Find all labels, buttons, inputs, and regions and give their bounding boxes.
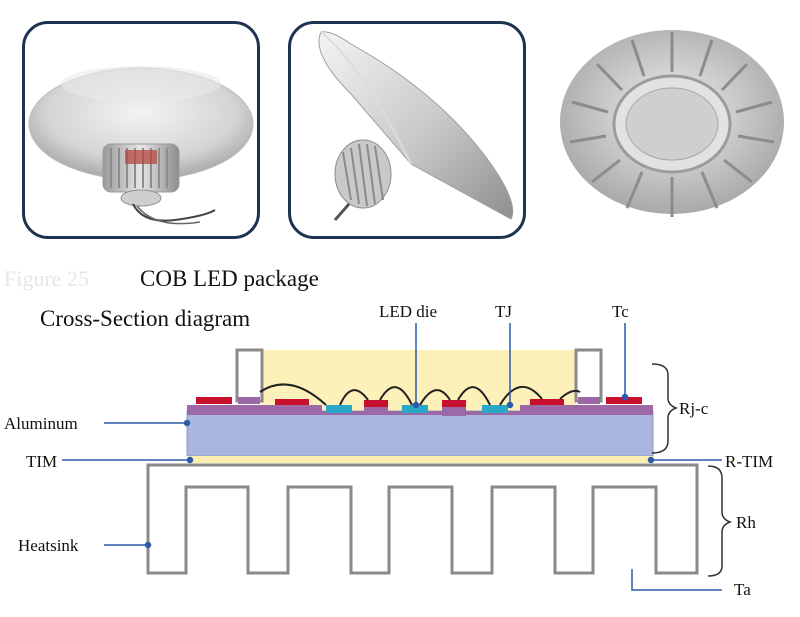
dielectric-layer-right (520, 405, 653, 413)
heatsink-outline (146, 463, 699, 575)
bond-pad-1 (364, 400, 388, 407)
pad-right-dam (578, 397, 600, 404)
bond-pad-2 (442, 400, 466, 407)
pad-left-inner (275, 399, 309, 405)
label-tim: TIM (26, 452, 57, 471)
diagram-title-line2: Cross-Section diagram (40, 306, 251, 331)
rh-bracket (707, 465, 733, 577)
bond-wires (259, 383, 581, 406)
dam-wall-left (235, 348, 264, 403)
label-tj: TJ (495, 302, 512, 321)
label-led-die: LED die (379, 302, 437, 321)
diagram-title-line1: COB LED package (140, 266, 319, 291)
label-rjc: Rj-c (679, 399, 709, 418)
faded-figure-caption: Figure 25 (4, 266, 89, 291)
pad-left-dam (238, 397, 260, 404)
ta-leader (631, 569, 722, 591)
led-die-3 (482, 405, 508, 413)
bond-pad-2b (442, 407, 466, 416)
label-rtim: R-TIM (725, 452, 773, 471)
led-die-1 (326, 405, 352, 413)
dam-wall-right (574, 348, 603, 403)
high-bay-lamp-side-image (318, 31, 514, 221)
led-die-2 (402, 405, 428, 413)
aluminum-substrate (186, 410, 654, 457)
label-heatsink: Heatsink (18, 536, 79, 555)
label-ta: Ta (734, 580, 751, 599)
dielectric-layer-left (187, 405, 322, 413)
label-aluminum: Aluminum (4, 414, 78, 433)
pad-left-outer (196, 397, 232, 404)
label-rh: Rh (736, 513, 756, 532)
pad-right-outer (606, 397, 642, 404)
round-heatsink-photo (552, 12, 792, 244)
bond-pad-1b (364, 407, 388, 413)
high-bay-lamp-side-photo (288, 21, 526, 239)
phosphor-encapsulant (262, 350, 576, 412)
round-heatsink-image (560, 30, 784, 217)
high-bay-lamp-front-image (28, 66, 254, 225)
tim-layer (187, 456, 653, 463)
pad-right-inner (530, 399, 564, 405)
label-tc: Tc (612, 302, 629, 321)
rjc-bracket (651, 363, 679, 454)
high-bay-lamp-front-photo (22, 21, 260, 239)
